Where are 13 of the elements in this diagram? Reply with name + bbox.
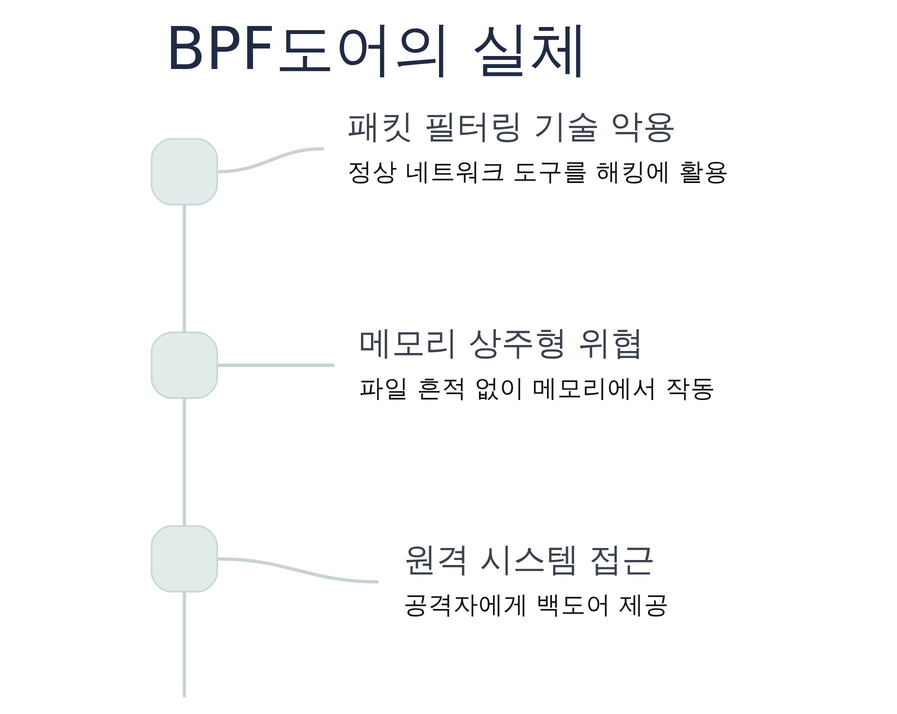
- node-text: 메모리 상주형 위협 파일 흔적 없이 메모리에서 작동: [359, 324, 716, 402]
- node-box: [150, 525, 218, 593]
- connector: [217, 147, 324, 174]
- connector: [217, 557, 379, 584]
- connector: [217, 364, 334, 367]
- node-text: 원격 시스템 접근 공격자에게 백도어 제공: [403, 540, 670, 620]
- diagram-title: BPF도어의 실체: [165, 14, 590, 83]
- node-text: 패킷 필터링 기술 악용 정상 네트워크 도구를 해킹에 활용: [348, 107, 729, 186]
- connector: [182, 592, 186, 698]
- connector: [182, 398, 186, 526]
- node-box: [150, 138, 218, 206]
- connector: [182, 204, 186, 332]
- node-box: [150, 332, 218, 399]
